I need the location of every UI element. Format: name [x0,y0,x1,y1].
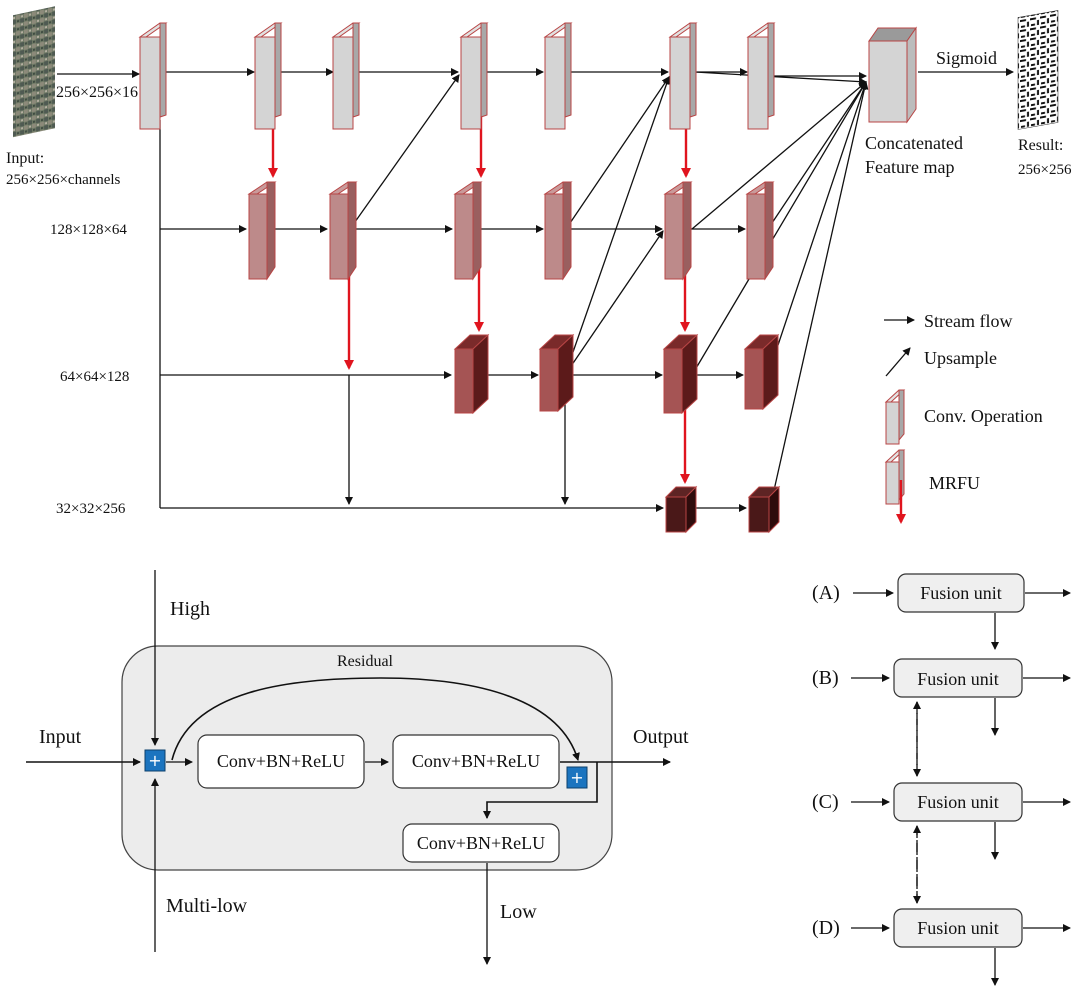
feature-block [453,181,483,281]
conv-box-1-label: Conv+BN+ReLU [217,751,345,771]
sigmoid-label: Sigmoid [936,48,997,68]
conv-box-2 [392,734,560,789]
result-image [1017,10,1059,130]
feature-block [663,181,693,281]
input-size-label: 256×256×channels [6,172,121,188]
input-image [13,6,55,138]
feature-block [746,22,776,130]
svg-text:+: + [570,768,583,787]
legend-conv-operation: Conv. Operation [924,406,1043,426]
row-label-4: 32×32×256 [56,501,126,517]
fusion-block: Residual High Multi-low Input + Conv+BN+… [26,570,689,965]
low-label: Low [500,901,537,923]
fusion-unit-b-label: Fusion unit [917,669,999,689]
fusion-unit-a-label: Fusion unit [920,583,1002,603]
conv-operation-icon [884,389,906,445]
mrfu-icon [884,449,906,524]
feature-block [747,485,781,534]
fusion-unit-c [893,782,1023,822]
row-label-3: 64×64×128 [60,369,129,385]
residual-arc [171,677,580,761]
svg-text:+: + [148,751,161,770]
legend-stream-flow: Stream flow [924,311,1012,331]
fusion-unit-d-label: Fusion unit [917,918,999,938]
concatenated-block [868,26,917,124]
input-label: Input: [6,150,44,167]
upsample-arrow-icon [885,347,911,377]
feature-block [459,22,489,130]
output-text: Output [633,726,689,748]
fusion-unit-b [893,658,1023,698]
high-label: High [170,598,210,620]
legend-mrfu: MRFU [929,473,980,493]
feature-blocks [138,22,917,534]
feature-block [453,333,490,415]
feature-block [743,333,780,411]
feature-block [538,333,575,413]
variant-c-tag: (C) [812,791,839,813]
fusion-variants: (A) Fusion unit (B) Fusion unit (C) Fusi… [812,573,1071,986]
concat-label-2: Feature map [865,157,954,177]
feature-block [543,181,573,281]
feature-block [662,333,699,415]
plus-icon: + [144,749,166,772]
feature-block [247,181,277,281]
feature-block [328,181,358,281]
row-label-2: 128×128×64 [50,222,127,238]
multi-low-label: Multi-low [166,895,248,917]
feature-block [138,22,168,130]
result-label: Result: [1018,137,1063,154]
legend-upsample: Upsample [924,348,997,368]
variant-a-tag: (A) [812,582,840,604]
feature-block [331,22,361,130]
fusion-unit-c-label: Fusion unit [917,792,999,812]
input-text: Input [39,726,82,748]
feature-block [668,22,698,130]
variant-d-tag: (D) [812,917,840,939]
network-diagram: 256×256×16 Input: 256×256×channels 128×1… [6,6,1072,534]
conv-box-1 [197,734,365,789]
result-size-label: 256×256 [1018,162,1072,178]
concat-label-1: Concatenated [865,133,963,153]
fusion-unit-a [897,573,1025,613]
feature-block [253,22,283,130]
conv-box-3-label: Conv+BN+ReLU [417,833,545,853]
row-label-1: 256×256×16 [56,84,138,101]
variant-b-tag: (B) [812,667,839,689]
feature-block [745,181,775,281]
row-lines [57,68,1014,512]
conv-box-3 [402,823,560,863]
plus-icon: + [566,766,588,789]
legend: Stream flow Upsample Conv. Operation MRF… [884,311,1043,524]
fusion-unit-d [893,908,1023,948]
conv-box-2-label: Conv+BN+ReLU [412,751,540,771]
feature-block [543,22,573,130]
residual-label: Residual [337,653,394,670]
feature-block [664,485,698,534]
